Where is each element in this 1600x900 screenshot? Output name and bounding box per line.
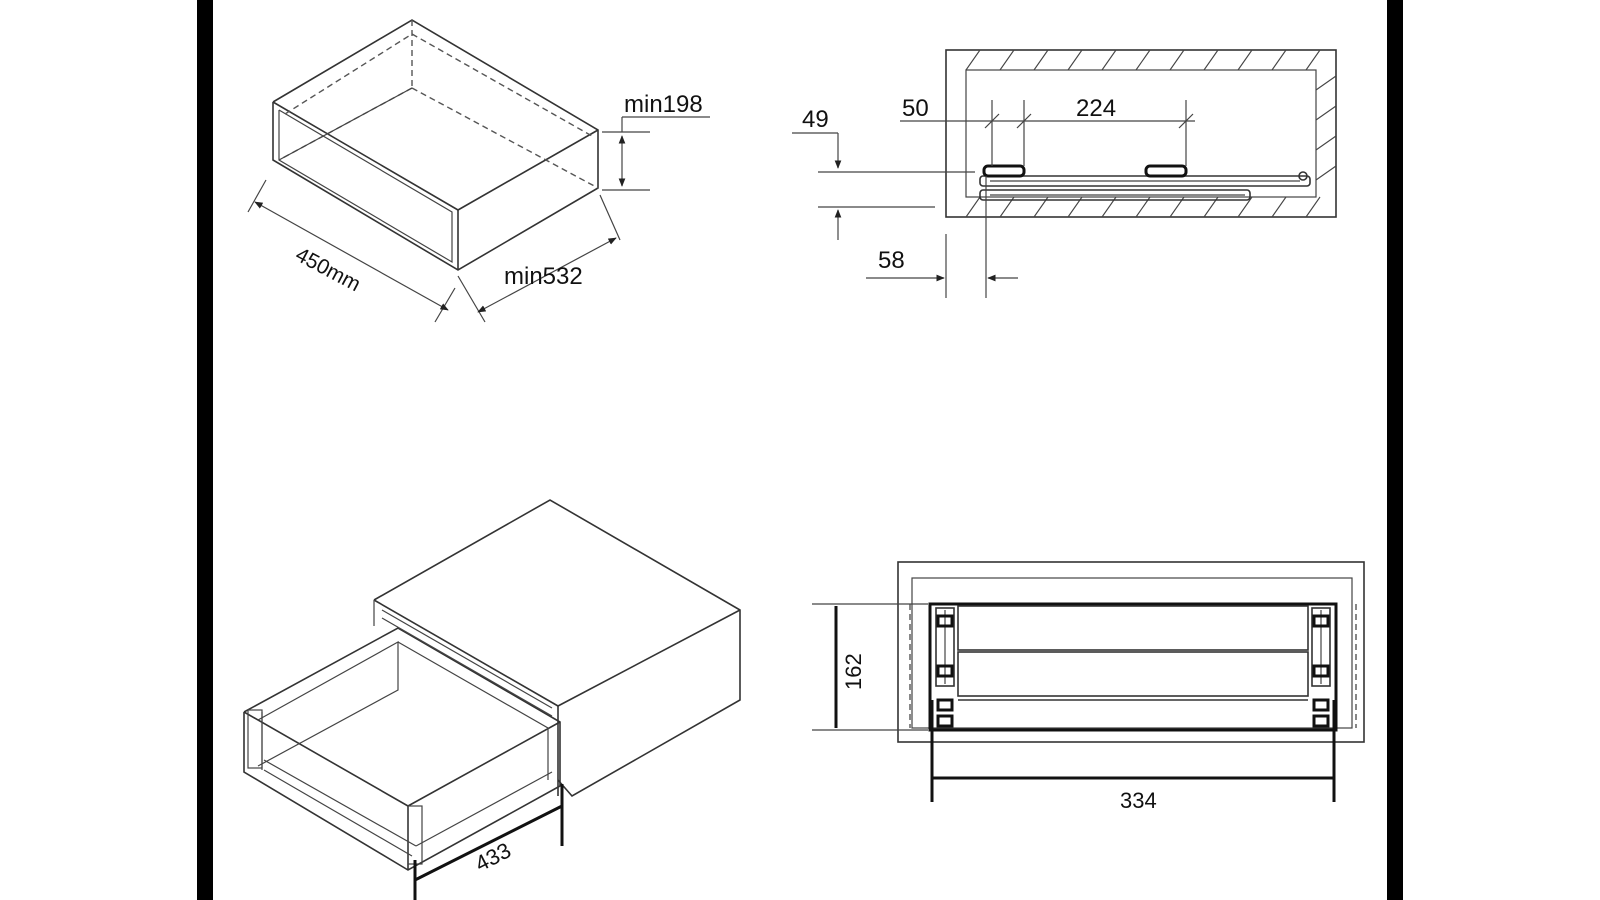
frame-right-border [1387, 0, 1403, 900]
label-cabinet-height: min198 [624, 91, 703, 118]
label-offset-top: 49 [802, 106, 829, 133]
label-front-height: 162 [841, 653, 866, 690]
label-hole-spacing: 224 [1076, 95, 1116, 122]
label-front-width: 334 [1120, 788, 1157, 813]
label-slide-offset: 58 [878, 247, 905, 274]
left-slide [935, 607, 955, 728]
label-cabinet-depth: 450mm [292, 243, 365, 296]
label-gap-front: 50 [902, 95, 929, 122]
cabinet-opening-isometric [247, 19, 710, 323]
frame-left-border [197, 0, 213, 900]
right-slide [1311, 607, 1331, 728]
label-drawer-width: 433 [471, 838, 515, 877]
label-cabinet-width: min532 [504, 263, 583, 290]
hatch-right [1315, 75, 1337, 181]
drawer-isometric [243, 499, 741, 900]
hatch-top [965, 49, 1321, 71]
front-view [812, 561, 1365, 802]
side-section-view [792, 49, 1337, 298]
